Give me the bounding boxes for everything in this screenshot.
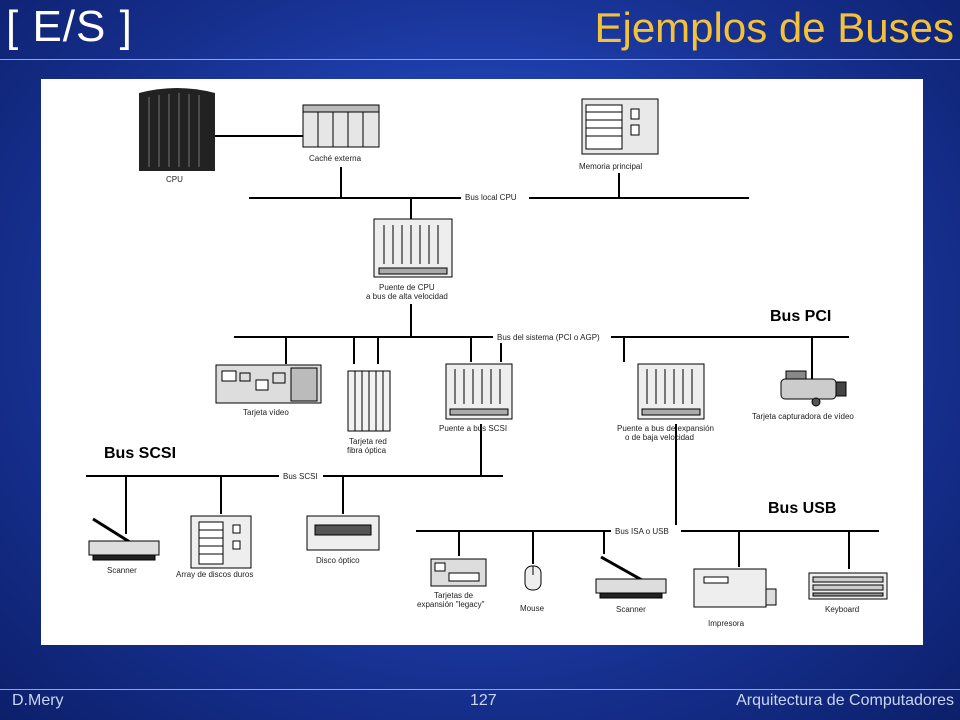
memory-label: Memoria principal (579, 162, 642, 171)
cpu-label: CPU (166, 175, 183, 184)
net-card-label-2: fibra óptica (347, 446, 387, 455)
bridge-low-label-2: o de baja velocidad (625, 433, 694, 442)
optical-disk-label: Disco óptico (316, 556, 360, 565)
printer-label: Impresora (708, 619, 745, 628)
optical-disk-icon (306, 515, 380, 551)
mouse-label: Mouse (520, 604, 545, 613)
mouse-icon (524, 565, 542, 591)
cache-label: Caché externa (309, 154, 362, 163)
bridge-scsi-label: Puente a bus SCSI (439, 424, 507, 433)
keyboard-label: Keyboard (825, 605, 859, 614)
slide-tag: [ E/S ] (6, 2, 133, 51)
slide-title: Ejemplos de Buses (594, 4, 954, 51)
bridge-high-label-1: Puente de CPU (379, 283, 435, 292)
title-rule (0, 59, 960, 60)
video-card-label: Tarjeta vídeo (243, 408, 289, 417)
video-card-icon (215, 364, 322, 404)
keyboard-icon (808, 572, 888, 600)
legacy-label-2: expansión "legacy" (417, 600, 485, 609)
scanner2-icon (595, 555, 667, 599)
disk-array-icon (190, 515, 252, 569)
legacy-card-icon (430, 558, 487, 587)
disk-array-label: Array de discos duros (176, 570, 253, 579)
net-card-label-1: Tarjeta red (349, 437, 387, 446)
footer-author: D.Mery (12, 692, 64, 709)
bus-diagram: CPU Caché externa Memoria principal Bus … (86, 88, 888, 628)
bridge-low-label-1: Puente a bus de expansión (617, 424, 714, 433)
diagram-panel: CPU Caché externa Memoria principal Bus … (41, 79, 923, 645)
footer-page-number: 127 (470, 692, 497, 709)
bus-scsi-annotation: Bus SCSI (104, 445, 177, 462)
bridge-high-icon (373, 218, 453, 278)
memory-icon (581, 98, 659, 155)
bridge-low-icon (637, 363, 705, 420)
scanner2-label: Scanner (616, 605, 646, 614)
printer-icon (693, 568, 777, 608)
bus-usb-annotation: Bus USB (768, 500, 837, 517)
bus-pci-annotation: Bus PCI (770, 308, 832, 325)
bridge-scsi-icon (445, 363, 513, 420)
bus-system-label: Bus del sistema (PCI o AGP) (497, 333, 600, 342)
legacy-label-1: Tarjetas de (434, 591, 474, 600)
bus-local-label: Bus local CPU (465, 193, 517, 202)
bridge-high-label-2: a bus de alta velocidad (366, 292, 448, 301)
cache-icon (302, 104, 380, 148)
scanner-label: Scanner (107, 566, 137, 575)
bus-isa-label: Bus ISA o USB (615, 527, 669, 536)
video-capture-label: Tarjeta capturadora de vídeo (752, 412, 854, 421)
footer-course: Arquitectura de Computadores (736, 692, 954, 709)
bus-scsi-line-label: Bus SCSI (283, 472, 318, 481)
scanner-icon (88, 517, 160, 561)
footer-rule (0, 689, 960, 690)
video-camera-icon (780, 370, 847, 407)
cpu-tower-icon (139, 88, 215, 171)
network-card-icon (347, 370, 391, 432)
